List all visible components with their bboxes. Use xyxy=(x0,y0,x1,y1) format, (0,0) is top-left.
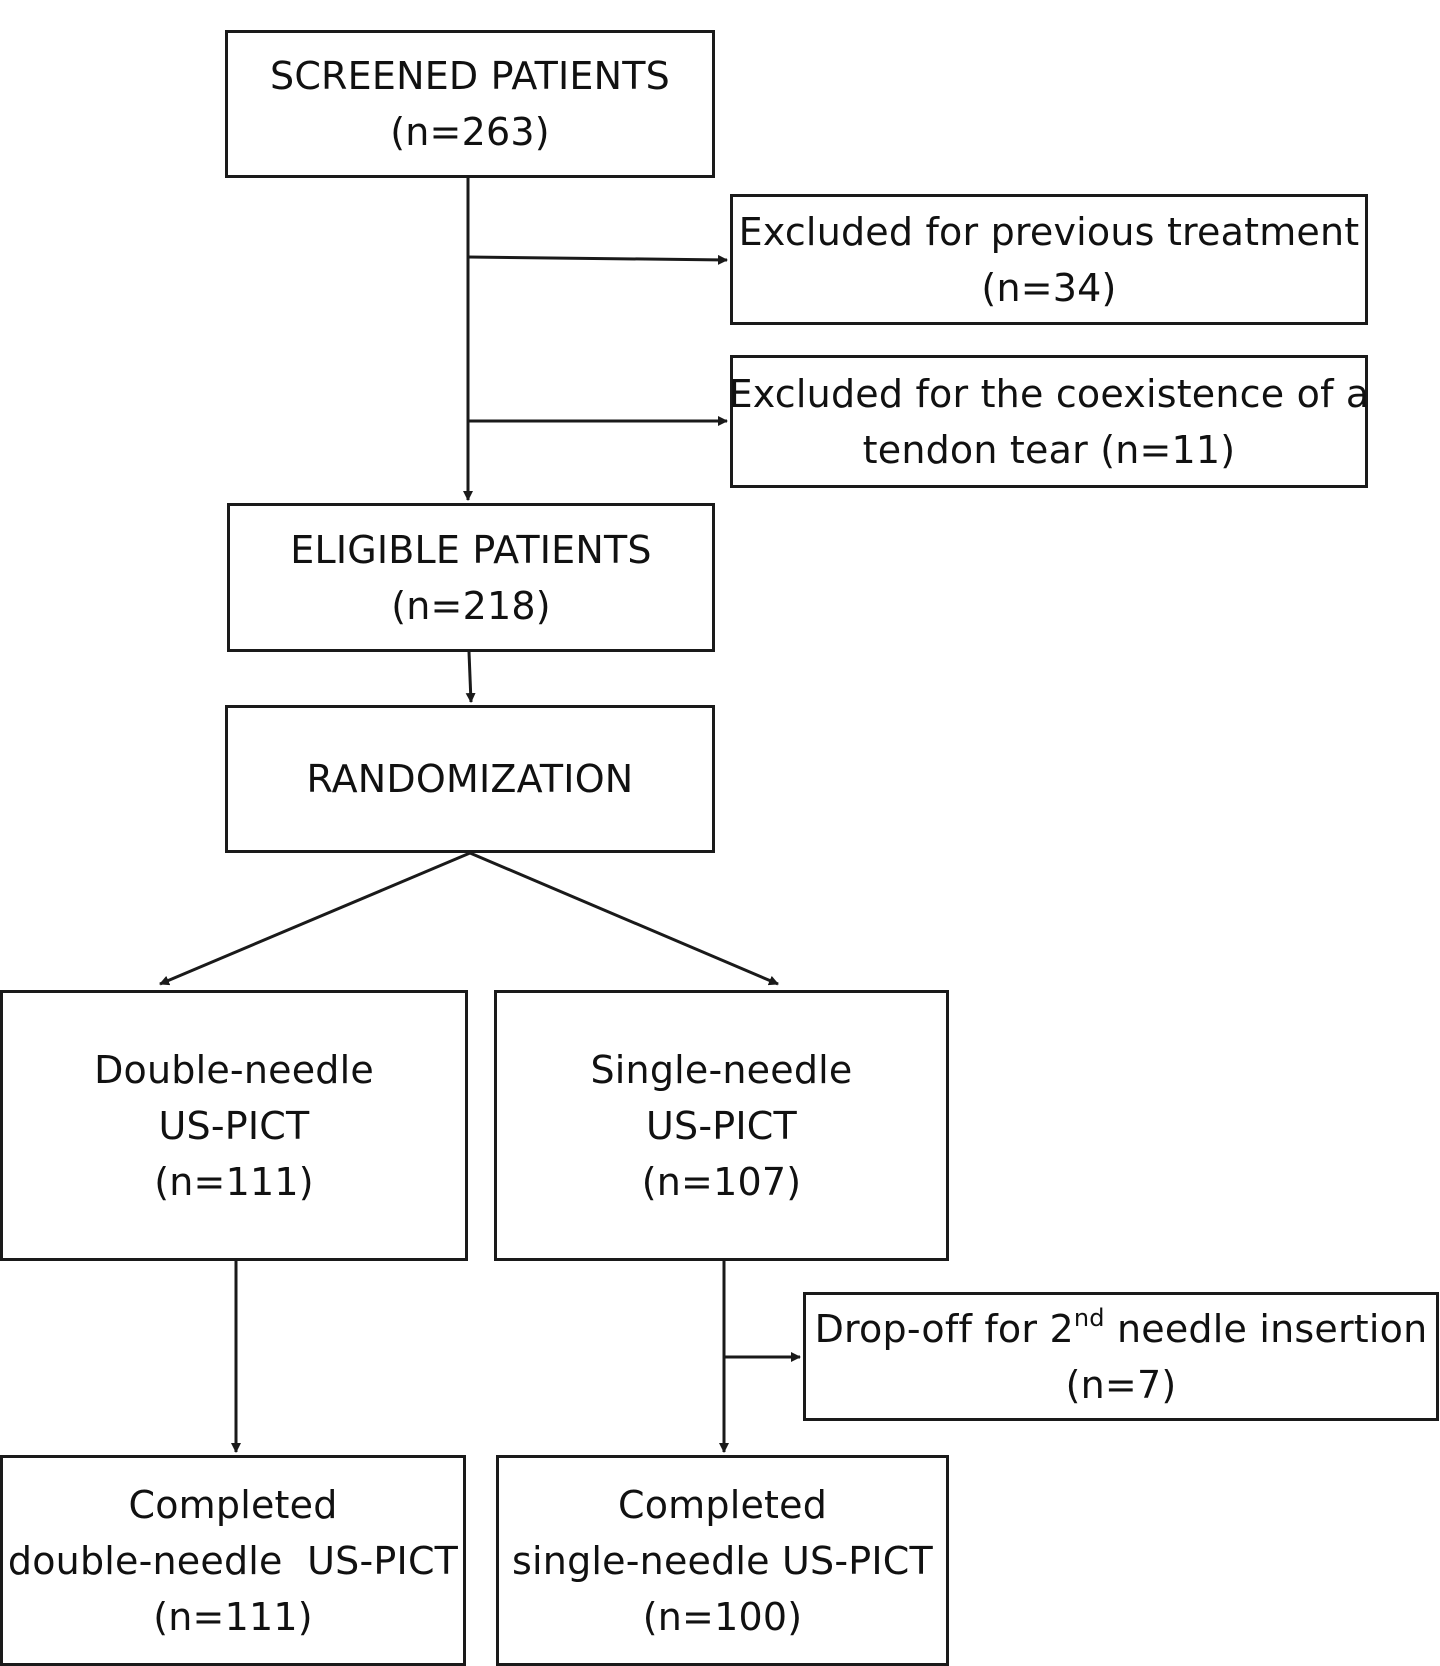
randomization-title: RANDOMIZATION xyxy=(306,757,634,801)
double-needle-box: Double-needle US-PICT (n=111) xyxy=(0,990,468,1261)
eligible-patients-box: ELIGIBLE PATIENTS (n=218) xyxy=(227,503,715,652)
double-needle-line1: Double-needle xyxy=(94,1047,374,1092)
completed-double-line2: double-needle US-PICT xyxy=(7,1538,459,1583)
completed-single-line1: Completed xyxy=(617,1482,828,1527)
excluded-tear-box: Excluded for the coexistence of a tendon… xyxy=(728,355,1370,488)
excluded-tear-line2: tendon tear (n=11) xyxy=(862,427,1236,472)
screened-title: SCREENED PATIENTS xyxy=(270,54,670,98)
dropoff-count: (n=7) xyxy=(1065,1362,1177,1407)
single-needle-count: (n=107) xyxy=(641,1159,802,1204)
arrow-to-excluded-previous xyxy=(467,254,728,265)
dropoff-suffix: needle insertion xyxy=(1104,1306,1428,1351)
excluded-previous-box: Excluded for previous treatment (n=34) xyxy=(730,194,1368,325)
completed-double-box: Completed double-needle US-PICT (n=111) xyxy=(0,1455,466,1666)
single-needle-line1: Single-needle xyxy=(590,1047,853,1092)
double-needle-count: (n=111) xyxy=(154,1159,314,1204)
excluded-tear-line1: Excluded for the coexistence of a xyxy=(728,371,1370,416)
dropoff-box: Drop-off for 2nd needle insertion (n=7) xyxy=(803,1292,1439,1421)
arrow-to-double-needle xyxy=(159,851,471,986)
screened-count: (n=263) xyxy=(390,110,550,154)
arrow-to-single-needle xyxy=(469,851,779,986)
screened-patients-box: SCREENED PATIENTS (n=263) xyxy=(225,30,715,178)
dropoff-prefix: Drop-off for 2 xyxy=(814,1306,1074,1351)
excluded-previous-title: Excluded for previous treatment xyxy=(738,209,1360,254)
randomization-box: RANDOMIZATION xyxy=(225,705,715,853)
completed-single-line2: single-needle US-PICT xyxy=(512,1538,933,1583)
eligible-title: ELIGIBLE PATIENTS xyxy=(290,527,652,572)
single-needle-line2: US-PICT xyxy=(646,1103,797,1148)
dropoff-superscript: nd xyxy=(1073,1303,1105,1332)
completed-double-count: (n=111) xyxy=(153,1594,313,1639)
completed-single-count: (n=100) xyxy=(642,1594,803,1639)
eligible-count: (n=218) xyxy=(391,583,551,628)
dropoff-title: Drop-off for 2nd needle insertion xyxy=(815,1301,1428,1357)
arrow-eligible-to-randomization xyxy=(465,651,476,703)
single-needle-box: Single-needle US-PICT (n=107) xyxy=(494,990,949,1261)
excluded-previous-count: (n=34) xyxy=(981,265,1117,310)
completed-single-box: Completed single-needle US-PICT (n=100) xyxy=(496,1455,949,1666)
double-needle-line2: US-PICT xyxy=(158,1103,310,1148)
completed-double-line1: Completed xyxy=(128,1482,338,1527)
